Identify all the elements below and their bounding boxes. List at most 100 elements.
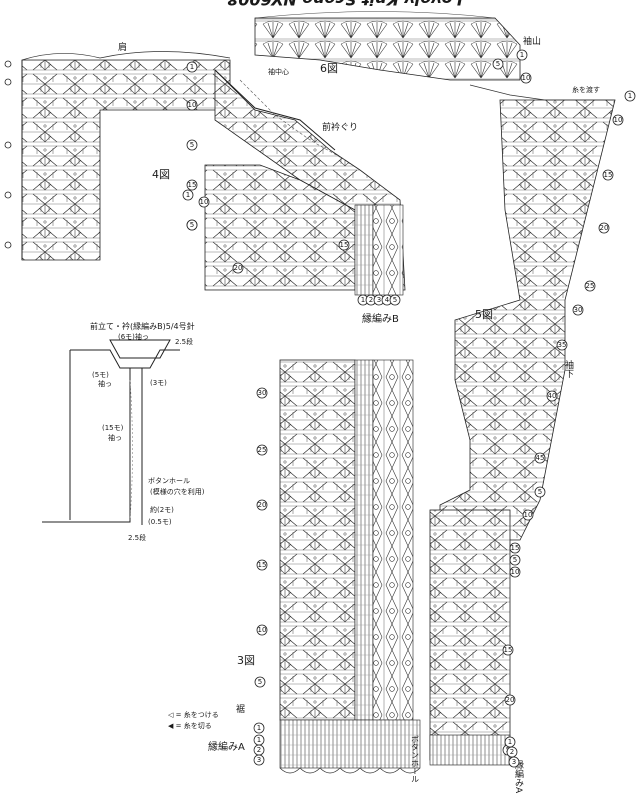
row-number-text: 10 — [614, 116, 623, 124]
row-number-marker: 5 — [186, 219, 198, 231]
row-number-marker: 45 — [534, 452, 546, 464]
row-number-ring — [256, 559, 268, 571]
row-number-marker: 1 — [516, 49, 528, 61]
watermark-text: Lovely Knit Scene NY6008 — [227, 0, 463, 9]
row-number-ring — [508, 756, 520, 768]
row-number-ring — [256, 387, 268, 399]
row-number-marker: 3 — [508, 756, 520, 768]
row-number-ring — [256, 624, 268, 636]
row-number-text: 35 — [558, 341, 567, 349]
schematic-left-note2: 袖っ — [98, 379, 112, 388]
row-number-text: 10 — [188, 101, 197, 109]
row-number-ring — [584, 280, 596, 292]
row-number-text: 1 — [520, 51, 524, 59]
row-number-text: 15 — [258, 561, 267, 569]
row-number-ring — [256, 499, 268, 511]
schematic-mid-note: (15モ) — [102, 424, 124, 432]
row-number-text: 2 — [510, 748, 514, 756]
row-number-marker: 1 — [504, 736, 516, 748]
row-number-marker: 1 — [253, 734, 265, 746]
row-number-text: 1 — [257, 724, 261, 732]
legend: ◁ = 糸をつける ◀ = 糸を切る — [168, 710, 219, 730]
row-number-marker: 15 — [509, 542, 521, 554]
row-number-marker: 5 — [534, 486, 546, 498]
schematic: 前立て・衿(縁編みB)5/4号針 (6モ)袖っ 2.5段 (5モ) 袖っ (3モ… — [42, 321, 205, 542]
row-number-text: 3 — [257, 756, 261, 764]
row-number-marker: 5 — [254, 676, 266, 688]
row-number-marker: 25 — [584, 280, 596, 292]
sleeve-under-label: 袖下 — [563, 359, 574, 379]
sleeve-cap-label: 袖山 — [523, 35, 541, 47]
schematic-rows-bottom: 2.5段 — [128, 533, 146, 542]
row-number-ring — [186, 139, 198, 151]
row-number-ring — [492, 58, 504, 70]
row-number-marker: 20 — [232, 262, 244, 274]
row-number-ring — [516, 49, 528, 61]
fig4-label: 4図 — [152, 168, 170, 181]
row-number-marker: 20 — [598, 222, 610, 234]
lower-right-panel: 縁編みA — [429, 509, 524, 794]
schematic-title: 前立て・衿(縁編みB)5/4号針 — [90, 321, 195, 331]
row-number-marker: 10 — [256, 624, 268, 636]
row-number-ring — [186, 219, 198, 231]
row-number-marker: 10 — [198, 196, 210, 208]
row-number-ring — [546, 390, 558, 402]
sleeve-panel: 糸を渡す 5図 袖下 — [439, 84, 616, 541]
row-number-ring — [504, 694, 516, 706]
row-number-text: 10 — [511, 568, 520, 576]
row-number-text: 5 — [496, 60, 500, 68]
row-number-ring — [254, 676, 266, 688]
row-number-marker: 5 — [186, 139, 198, 151]
row-number-marker: 10 — [509, 566, 521, 578]
row-number-ring — [534, 452, 546, 464]
row-number-text: 30 — [574, 306, 583, 314]
row-number-text: 30 — [258, 389, 267, 397]
row-number-marker: 3 — [253, 754, 265, 766]
row-number-text: 10 — [522, 74, 531, 82]
row-number-marker: 15 — [602, 169, 614, 181]
edging-a-right-label: 縁編みA — [513, 759, 524, 794]
row-number-marker: 25 — [256, 444, 268, 456]
row-number-ring — [186, 61, 198, 73]
row-number-ring — [389, 294, 401, 306]
row-number-text: 1 — [186, 191, 190, 199]
row-number-text: 3 — [512, 758, 516, 766]
row-number-marker: 2 — [506, 746, 518, 758]
row-number-text: 1 — [190, 63, 194, 71]
center-edging-top: 縁編みB — [354, 204, 404, 325]
row-number-ring — [502, 644, 514, 656]
row-number-text: 1 — [361, 296, 365, 304]
row-number-ring — [198, 196, 210, 208]
fig3-panel: 3図 — [237, 359, 414, 721]
row-number-text: 20 — [234, 264, 243, 272]
row-number-marker: 30 — [572, 304, 584, 316]
row-number-ring — [509, 542, 521, 554]
buttonhole-label: ボタンホール — [411, 735, 420, 783]
row-number-text: 5 — [393, 296, 397, 304]
row-number-text: 25 — [258, 446, 267, 454]
row-numbers: 1510152011015520123453025201510511231101… — [182, 49, 636, 768]
schematic-left-note: (5モ) — [92, 371, 109, 379]
row-number-text: 10 — [258, 626, 267, 634]
row-number-marker: 40 — [546, 390, 558, 402]
row-number-text: 25 — [586, 282, 595, 290]
row-number-ring — [602, 169, 614, 181]
row-number-marker: 10 — [186, 99, 198, 111]
row-number-text: 15 — [604, 171, 613, 179]
schematic-buttonhole-note: (模様の穴を利用) — [150, 487, 205, 496]
row-number-marker: 5 — [509, 554, 521, 566]
row-number-marker: 20 — [504, 694, 516, 706]
row-number-text: 45 — [536, 454, 545, 462]
fig5-label: 5図 — [475, 308, 493, 321]
row-number-ring — [556, 339, 568, 351]
schematic-approx: 約(2モ) — [150, 505, 174, 514]
row-number-ring — [338, 239, 350, 251]
row-number-ring — [256, 444, 268, 456]
row-number-ring — [522, 509, 534, 521]
row-number-text: 2 — [257, 746, 261, 754]
front-neck-label: 前衿ぐり — [322, 121, 358, 133]
sleeve-center-label: 袖中心 — [268, 67, 289, 76]
row-number-marker: 1 — [182, 189, 194, 201]
thread-pass-label: 糸を渡す — [572, 85, 600, 94]
